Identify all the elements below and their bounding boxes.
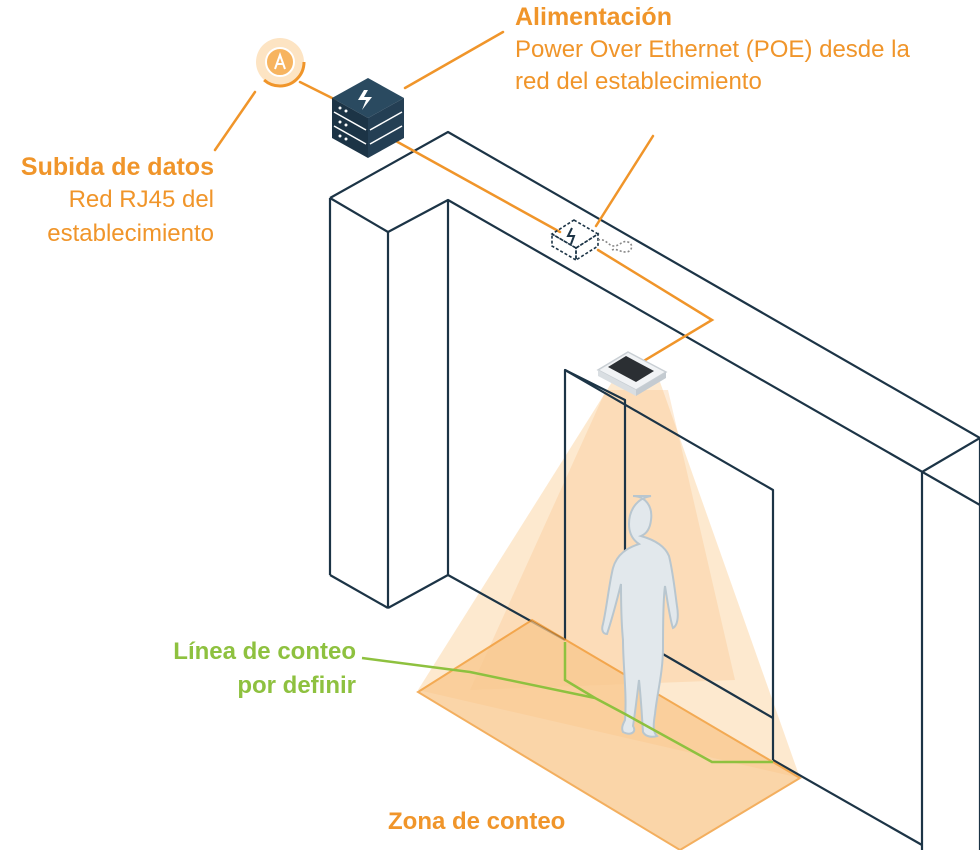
counting-zone-label: Zona de conteo bbox=[388, 808, 566, 835]
power-description-line1: Power Over Ethernet (POE) desde la bbox=[515, 36, 910, 63]
cloud-upload-icon bbox=[254, 36, 306, 88]
power-title: Alimentación bbox=[515, 3, 672, 31]
counting-line bbox=[361, 656, 773, 764]
counting-line-label-line2: por definir bbox=[237, 672, 356, 699]
wall-top-edge bbox=[329, 130, 980, 439]
counting-line-label-line1: Línea de conteo bbox=[173, 638, 356, 665]
poe-switch-icon bbox=[332, 78, 404, 158]
power-description-line2: red del establecimiento bbox=[515, 68, 762, 95]
wall-front-top bbox=[329, 197, 980, 506]
poe-injector-icon bbox=[550, 219, 633, 262]
upload-description-line2: establecimiento bbox=[47, 220, 214, 247]
cables bbox=[213, 30, 715, 370]
upload-description-line1: Red RJ45 del bbox=[68, 186, 214, 213]
upload-title: Subida de datos bbox=[20, 153, 214, 181]
counting-sensor-icon bbox=[596, 351, 668, 396]
person-silhouette-icon bbox=[601, 495, 679, 738]
counting-zone bbox=[416, 618, 802, 850]
counting-line-door bbox=[563, 642, 596, 700]
